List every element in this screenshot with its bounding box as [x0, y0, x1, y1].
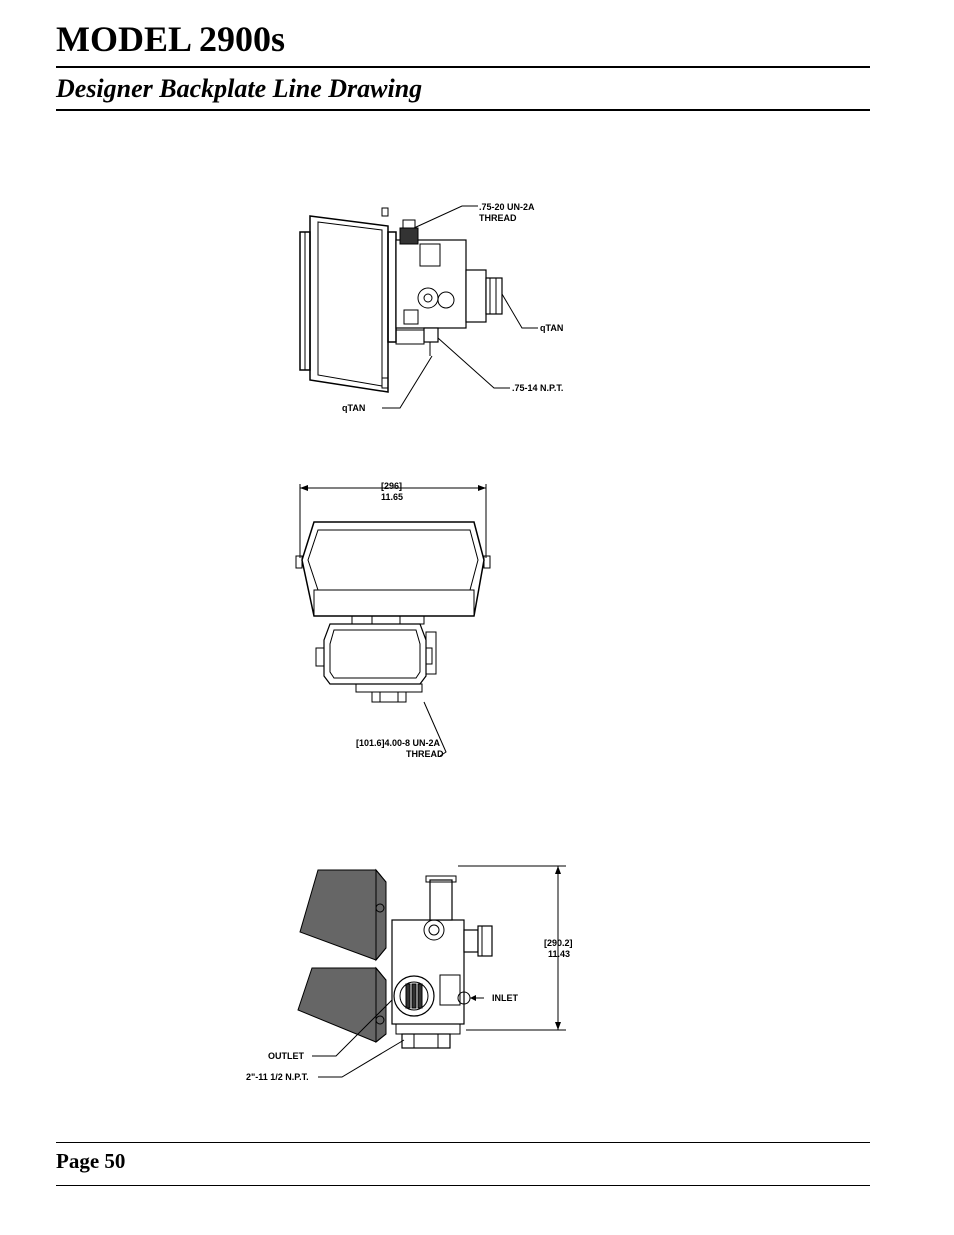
- dim-width-mm: [296]: [381, 481, 402, 491]
- cover-lower: [297, 967, 387, 1043]
- label-base-thread-size: [101.6]4.00-8 UN-2A: [356, 738, 441, 748]
- label-outlet: OUTLET: [268, 1051, 304, 1061]
- label-thread: THREAD: [479, 213, 517, 223]
- title-rule: [56, 66, 870, 68]
- drawing-side-view: .75-20 UN-2A THREAD qTAN .75-14 N.P.T. q…: [299, 202, 563, 413]
- page-number: Page 50: [56, 1149, 126, 1173]
- cover-front: [301, 521, 485, 617]
- page-subtitle: Designer Backplate Line Drawing: [56, 74, 423, 103]
- label-npt: .75-14 N.P.T.: [512, 383, 563, 393]
- label-qtan-right: qTAN: [540, 323, 563, 333]
- drawing-top-view: [290.2] 11.43 INLET: [246, 865, 573, 1082]
- dim-height-mm: [290.2]: [544, 938, 573, 948]
- drawing-front-view: [296] 11.65 [101.6]4.00-8 UN-2A THREAD: [295, 481, 491, 759]
- label-outlet-npt: 2"-11 1/2 N.P.T.: [246, 1072, 309, 1082]
- page-title: MODEL 2900s: [56, 19, 286, 59]
- subtitle-rule: [56, 109, 870, 111]
- cover-outline: [309, 215, 389, 393]
- footer-rule-bottom: [56, 1185, 870, 1186]
- label-inlet: INLET: [492, 993, 519, 1003]
- label-qtan-left: qTAN: [342, 403, 365, 413]
- dim-height-in: 11.43: [548, 949, 570, 959]
- cover-upper: [299, 869, 387, 961]
- label-base-thread: THREAD: [406, 749, 444, 759]
- footer-rule-top: [56, 1142, 870, 1143]
- dim-width-in: 11.65: [381, 492, 403, 502]
- label-thread-size: .75-20 UN-2A: [479, 202, 535, 212]
